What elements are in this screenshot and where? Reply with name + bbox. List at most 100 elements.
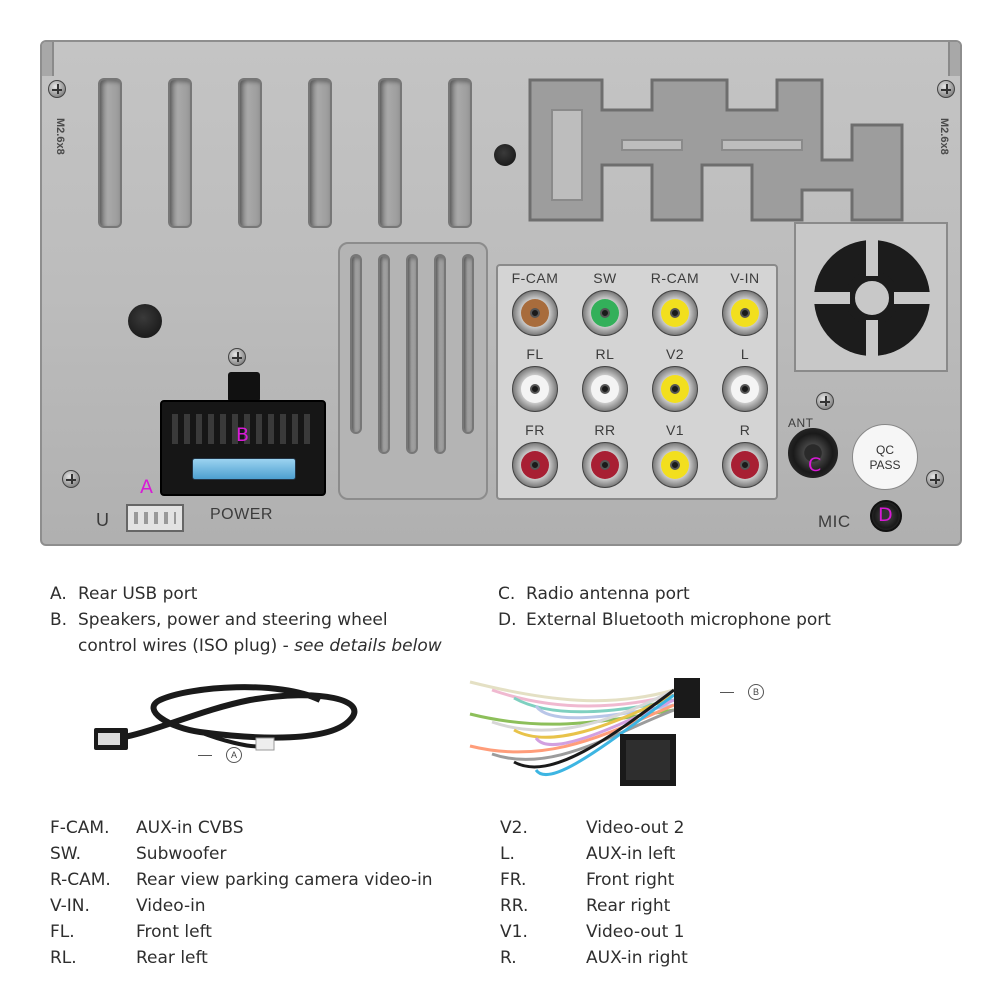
bluetooth-mic-port[interactable] [870,500,902,532]
abbreviation-value: Rear left [136,948,208,968]
rca-pin [740,384,750,394]
rca-pin [600,384,610,394]
legend-item-d: D. External Bluetooth microphone port [498,607,918,633]
marker-d: D [878,504,893,526]
rca-label: RL [595,346,615,362]
abbreviation-key: F-CAM. [50,818,110,838]
iso-wiring-harness [469,678,700,786]
legend-left: A. Rear USB port B.Speakers, power and st… [50,581,470,659]
legend-item-b-cont: control wires (ISO plug) - see details b… [50,633,470,659]
rca-jack[interactable] [582,290,628,336]
table-row: R-CAM.Rear view parking camera video-in [50,867,433,893]
rca-label: F-CAM [511,270,559,286]
abbreviation-key: RR. [500,896,529,916]
ant-label: ANT [788,416,814,430]
abbreviation-key: L. [500,844,515,864]
legend-text: Radio antenna port [526,584,690,604]
abbreviation-value: Front right [586,870,675,890]
rca-label: V2 [665,346,685,362]
abbreviation-key: RL. [50,948,77,968]
marker-a: A [140,476,153,498]
fan-icon [814,240,930,356]
rca-pin [670,460,680,470]
qc-line2: PASS [869,458,901,472]
callout-a: A [226,747,242,763]
rca-jack[interactable] [722,366,768,412]
vent-slot [308,78,332,228]
fuse-icon [192,458,296,480]
usb-pins [134,512,176,524]
power-label: POWER [210,506,273,523]
iso-connector[interactable] [160,400,326,496]
rear-usb-port[interactable] [126,504,184,532]
abbreviation-value: AUX-in right [586,948,688,968]
abbreviation-key: FR. [500,870,527,890]
table-row: SW.Subwoofer [50,841,433,867]
rca-jack[interactable] [722,290,768,336]
rca-label: RR [594,422,616,438]
rca-label: SW [593,270,617,286]
legend-item-c: C. Radio antenna port [498,581,918,607]
legend-letter: A. [50,584,67,604]
harness-wire [534,693,675,777]
legend-letter: B. [50,610,68,630]
rca-jack[interactable] [722,442,768,488]
legend-note: see details below [294,636,442,656]
harness-wire [513,688,675,769]
panel-edge-right [948,42,960,76]
callout-line [720,692,734,693]
legend-item-b: B.Speakers, power and steering wheel [50,607,470,633]
radio-antenna-port[interactable] [788,428,838,478]
rca-jack[interactable] [652,290,698,336]
rca-jack[interactable] [582,442,628,488]
rca-jack[interactable] [512,442,558,488]
qc-pass-sticker: QC PASS [852,424,918,490]
table-row: V-IN.Video-in [50,893,433,919]
abbreviation-value: AUX-in left [586,844,676,864]
rib-slot [350,254,362,434]
rca-jack[interactable] [512,290,558,336]
legend-letter: D. [498,610,517,630]
callout-line [198,755,212,756]
table-row: V2.Video-out 2 [500,815,688,841]
rca-pin [600,460,610,470]
vent-slot [378,78,402,228]
screw-icon [62,470,80,488]
iso-connector-latch [228,372,260,402]
marker-b: B [236,424,250,446]
legend-item-a: A. Rear USB port [50,581,470,607]
maze-vent [528,78,904,222]
rca-jack[interactable] [582,366,628,412]
table-row: F-CAM.AUX-in CVBS [50,815,433,841]
legend-text-2: control wires (ISO plug) - [78,636,295,656]
table-row: RL. Rear left [50,945,433,971]
callout-b: B [748,684,764,700]
table-row: R. AUX-in right [500,945,688,971]
rca-jack[interactable] [652,366,698,412]
rib-slot [434,254,446,454]
screw-icon [816,392,834,410]
harness-wire [491,688,675,732]
panel-edge-left [42,42,54,76]
rca-jack[interactable] [512,366,558,412]
mounting-hole [494,144,516,166]
abbreviation-key: R. [500,948,517,968]
legend-right: C. Radio antenna port D. External Bluetoot… [498,581,918,633]
rca-label: V1 [665,422,685,438]
legend-text: External Bluetooth microphone port [526,610,831,630]
abbreviation-key: FL. [50,922,75,942]
legend-letter: C. [498,584,516,604]
abbreviation-value: Front left [136,922,212,942]
legend-text: Rear USB port [78,584,198,604]
table-row: L. AUX-in left [500,841,688,867]
abbreviation-key: V2. [500,818,528,838]
table-row: FL. Front left [50,919,433,945]
abbreviation-key: V1. [500,922,528,942]
abbreviation-key: V-IN. [50,896,90,916]
rca-jack[interactable] [652,442,698,488]
screw-spec-left: M2.6x8 [54,118,66,155]
rca-label: R-CAM [650,270,700,286]
rca-label: FR [525,422,545,438]
